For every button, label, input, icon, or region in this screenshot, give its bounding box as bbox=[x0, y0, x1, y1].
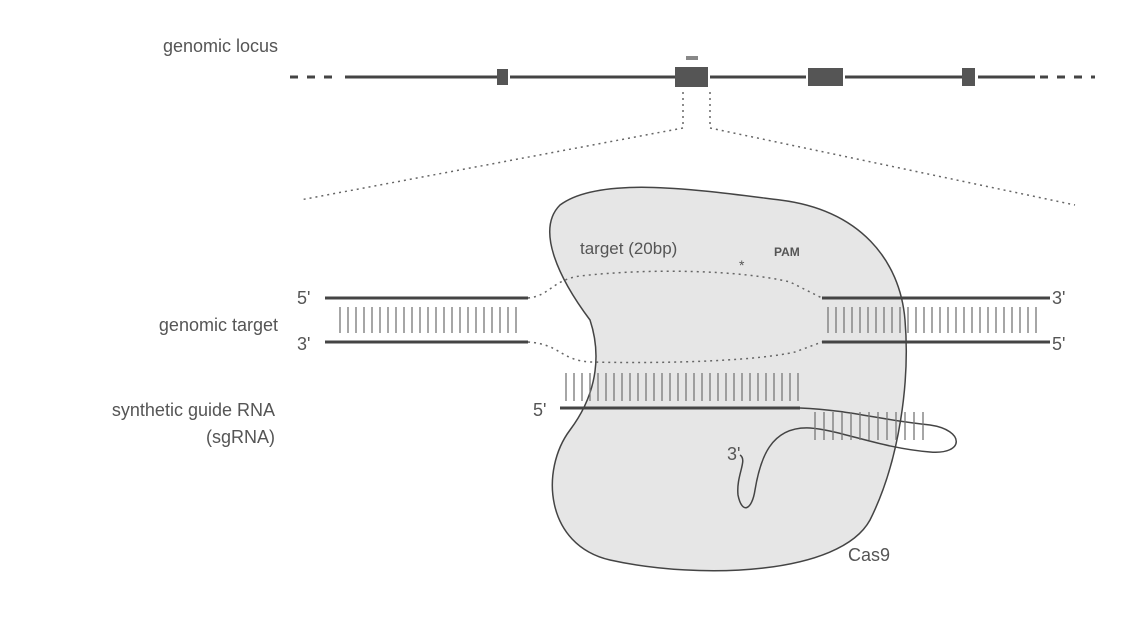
target-exon bbox=[675, 67, 708, 87]
sgrna-scaffold-hairpin bbox=[737, 407, 957, 509]
exon bbox=[808, 68, 843, 86]
target-site-mark bbox=[686, 56, 698, 60]
sgrna-label: synthetic guide RNA bbox=[112, 400, 275, 420]
cas9-protein bbox=[549, 186, 907, 572]
sgrna: synthetic guide RNA (sgRNA) 5' 3' bbox=[112, 373, 957, 509]
genomic-target-label: genomic target bbox=[159, 315, 278, 335]
genomic-target: genomic target 5' 3' 3' 5' target (20bp)… bbox=[159, 239, 1065, 364]
sgrna-3prime: 3' bbox=[727, 444, 740, 464]
pam-label: PAM bbox=[774, 245, 800, 259]
genomic-locus: genomic locus bbox=[163, 36, 1095, 206]
bottom-strand-3prime: 3' bbox=[297, 334, 310, 354]
target-label: target (20bp) bbox=[580, 239, 677, 258]
top-strand-3prime: 3' bbox=[1052, 288, 1065, 308]
cleavage-asterisk: * bbox=[739, 257, 745, 273]
cas9-label: Cas9 bbox=[848, 545, 890, 565]
bottom-strand-5prime: 5' bbox=[1052, 334, 1065, 354]
top-strand-5prime: 5' bbox=[297, 288, 310, 308]
exon bbox=[962, 68, 975, 86]
genomic-locus-label: genomic locus bbox=[163, 36, 278, 56]
exon bbox=[497, 69, 508, 85]
sgrna-5prime: 5' bbox=[533, 400, 546, 420]
sgrna-abbrev-label: (sgRNA) bbox=[206, 427, 275, 447]
